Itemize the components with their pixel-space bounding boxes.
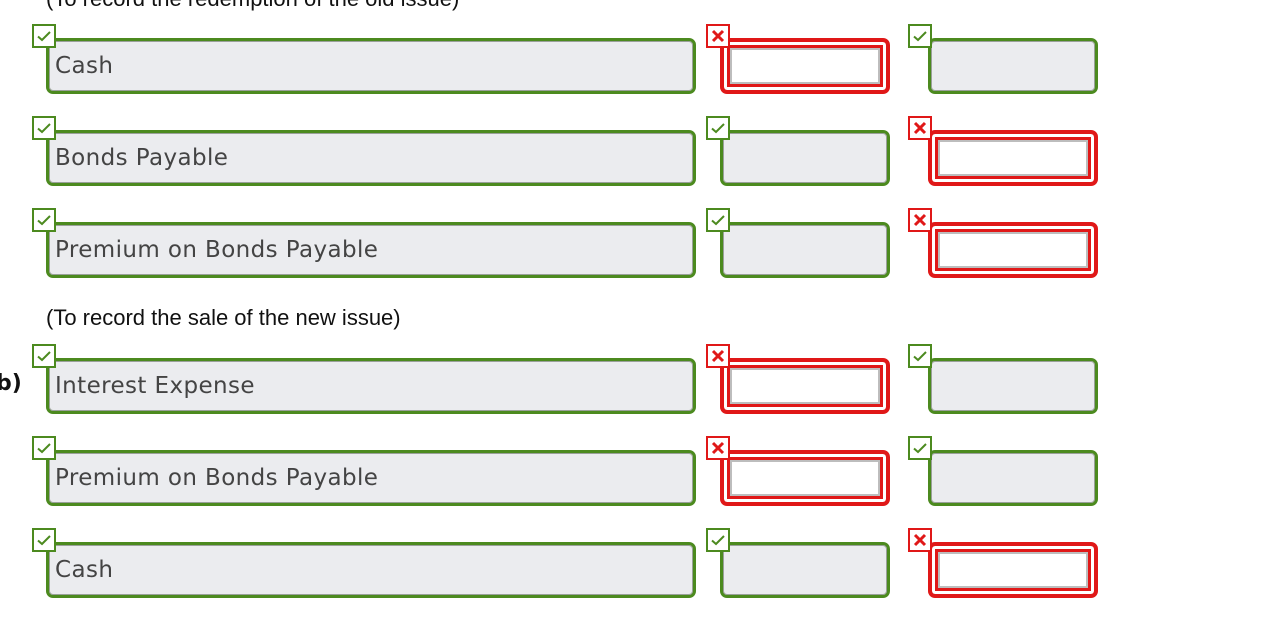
journal-row: Cash [0,24,1282,104]
account-field[interactable]: Premium on Bonds Payable [46,222,696,278]
check-icon [908,24,932,48]
cross-icon [706,344,730,368]
debit-field[interactable] [720,358,890,414]
debit-field[interactable] [720,222,890,278]
credit-field[interactable] [928,130,1098,186]
top-caption: (To record the redemption of the old iss… [46,0,459,12]
cross-icon [706,24,730,48]
cross-icon [706,436,730,460]
account-field[interactable]: Cash [46,38,696,94]
debit-field[interactable] [720,542,890,598]
account-field[interactable]: Cash [46,542,696,598]
journal-row: Interest Expense [0,344,1282,424]
check-icon [908,344,932,368]
cross-icon [908,208,932,232]
check-icon [706,208,730,232]
check-icon [32,24,56,48]
middle-caption: (To record the sale of the new issue) [46,305,401,330]
journal-row: Bonds Payable [0,116,1282,196]
credit-field[interactable] [928,542,1098,598]
check-icon [908,436,932,460]
journal-row: Premium on Bonds Payable [0,436,1282,516]
credit-field[interactable] [928,222,1098,278]
credit-field[interactable] [928,450,1098,506]
debit-field[interactable] [720,450,890,506]
journal-row: Cash [0,528,1282,608]
debit-field[interactable] [720,130,890,186]
account-field[interactable]: Premium on Bonds Payable [46,450,696,506]
check-icon [706,116,730,140]
check-icon [32,344,56,368]
credit-field[interactable] [928,38,1098,94]
account-field[interactable]: Bonds Payable [46,130,696,186]
credit-field[interactable] [928,358,1098,414]
check-icon [32,528,56,552]
part-b-label: (b) [0,371,22,396]
cross-icon [908,528,932,552]
debit-field[interactable] [720,38,890,94]
check-icon [32,436,56,460]
account-field[interactable]: Interest Expense [46,358,696,414]
check-icon [706,528,730,552]
check-icon [32,116,56,140]
journal-row: Premium on Bonds Payable [0,208,1282,288]
cross-icon [908,116,932,140]
check-icon [32,208,56,232]
